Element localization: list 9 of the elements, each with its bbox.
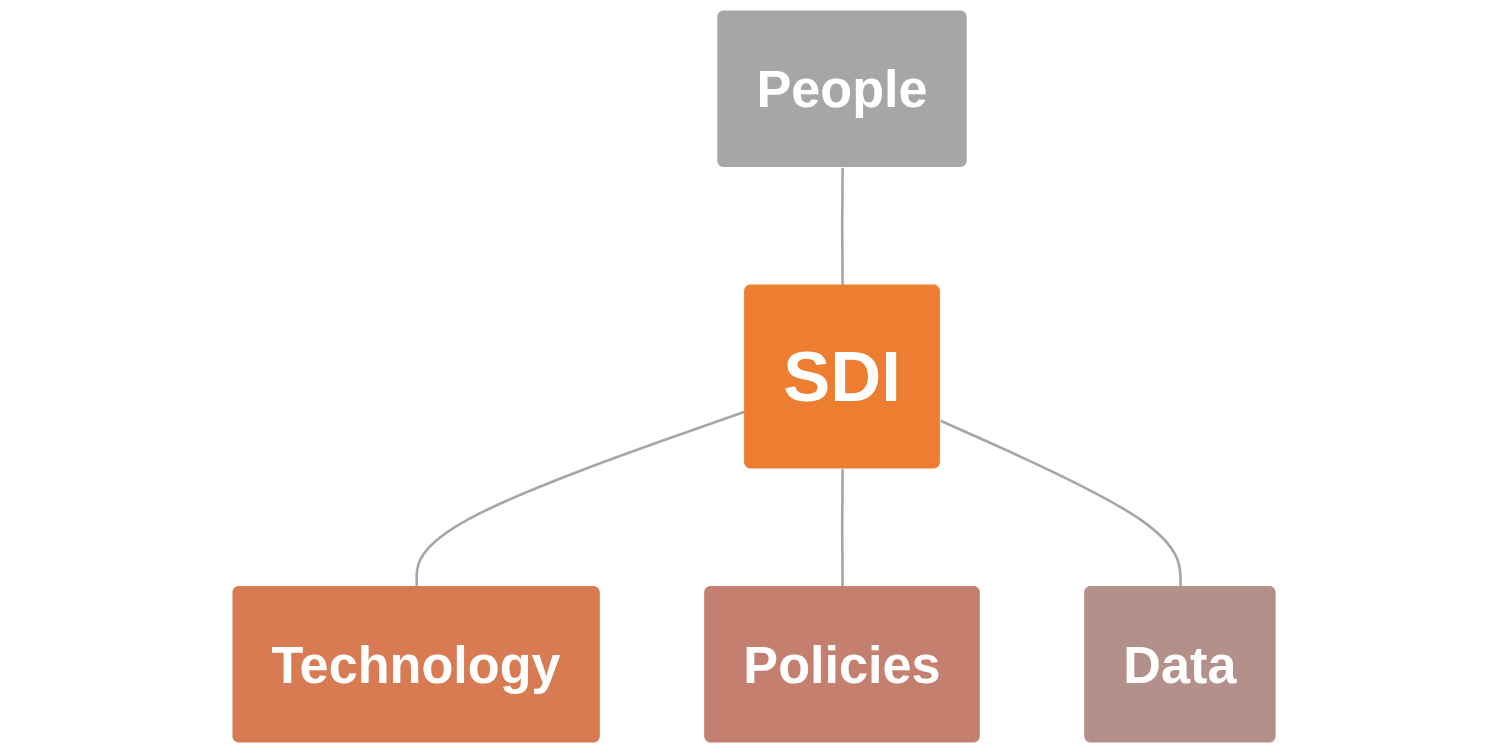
node-box: People bbox=[717, 10, 968, 168]
connector bbox=[415, 410, 746, 587]
connector bbox=[841, 167, 845, 286]
node-box: Policies bbox=[704, 585, 981, 743]
node-box: SDI bbox=[744, 284, 941, 469]
node-box: Data bbox=[1084, 585, 1277, 743]
node-box: Technology bbox=[232, 585, 601, 743]
connector bbox=[841, 469, 845, 587]
connector bbox=[940, 419, 1183, 587]
